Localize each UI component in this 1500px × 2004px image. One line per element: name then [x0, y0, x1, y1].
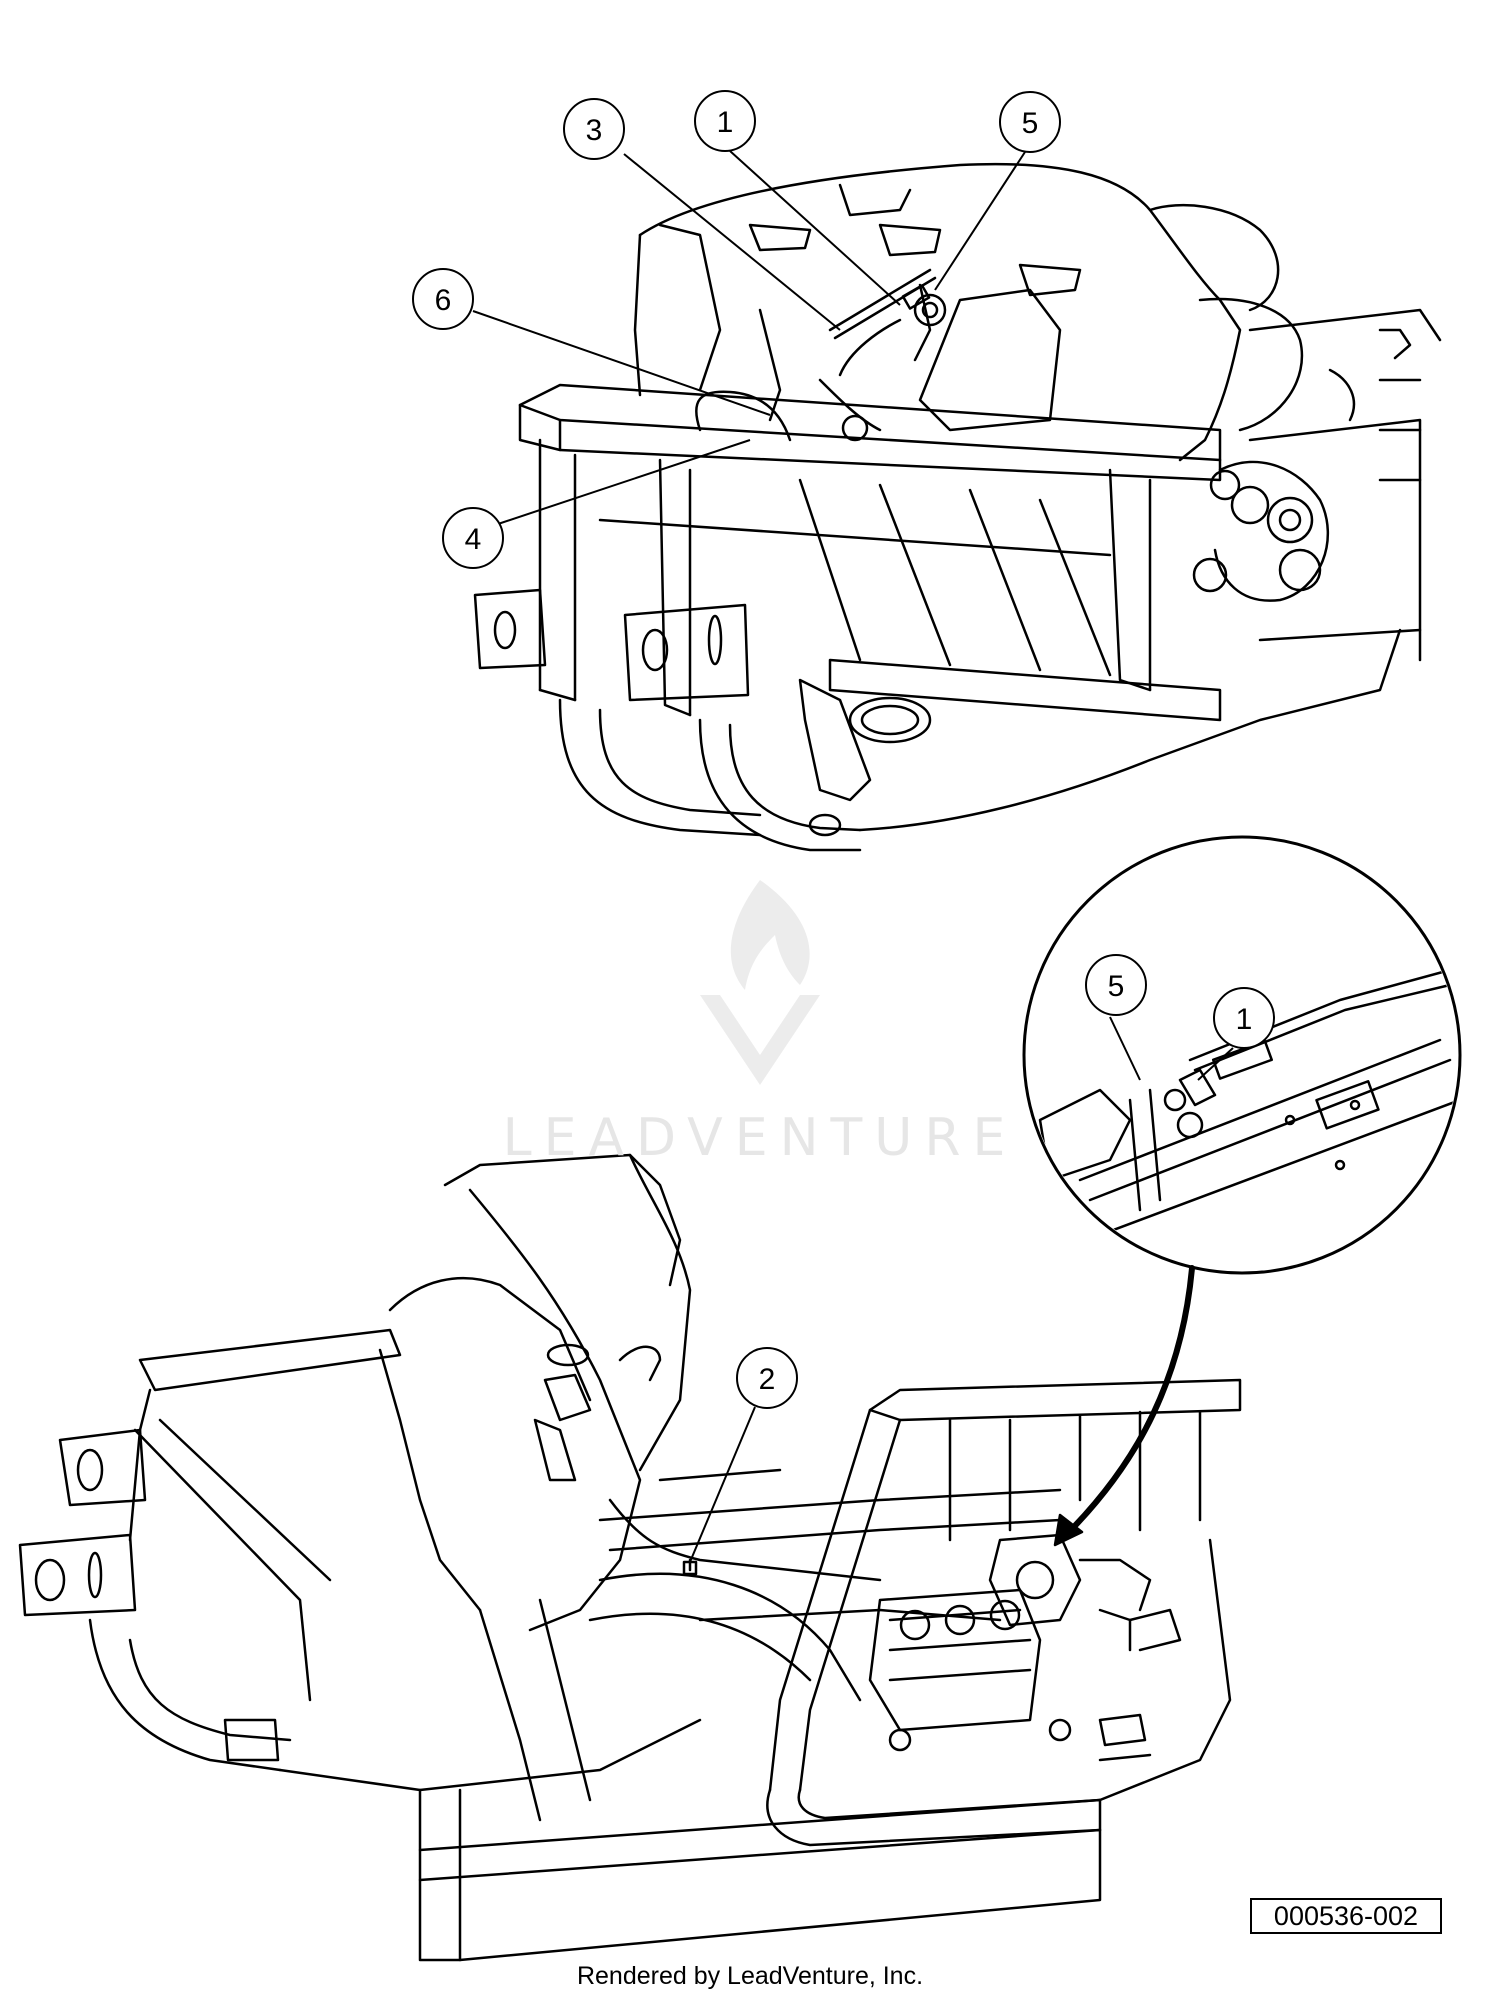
callout-5-top: 5: [999, 91, 1061, 153]
callout-2-label: 2: [759, 1363, 776, 1396]
watermark-logo-icon: [700, 880, 820, 1085]
callout-1-top: 1: [694, 90, 756, 152]
detail-view: [1022, 835, 1462, 1547]
bottom-assembly-drawing: [18, 1153, 1242, 1962]
callout-1-top-label: 1: [717, 106, 734, 139]
callout-6: 6: [412, 268, 474, 330]
callout-3-label: 3: [586, 114, 603, 147]
callout-4: 4: [442, 507, 504, 569]
callout-5-top-label: 5: [1022, 107, 1039, 140]
callout-5-detail-label: 5: [1108, 970, 1125, 1003]
callout-5-detail: 5: [1085, 954, 1147, 1016]
callout-2: 2: [736, 1347, 798, 1409]
callout-3: 3: [563, 98, 625, 160]
footer-credit: Rendered by LeadVenture, Inc.: [576, 1962, 924, 1990]
callout-1-detail-label: 1: [1236, 1003, 1253, 1036]
leader-lines: [472, 150, 1234, 1563]
watermark-text: LEADVENTURE: [502, 1108, 1018, 1168]
reference-code: 000536-002: [1250, 1898, 1442, 1934]
top-assembly-drawing: [473, 162, 1442, 852]
callout-4-label: 4: [465, 523, 482, 556]
callout-1-detail: 1: [1213, 987, 1275, 1049]
callout-6-label: 6: [435, 284, 452, 317]
